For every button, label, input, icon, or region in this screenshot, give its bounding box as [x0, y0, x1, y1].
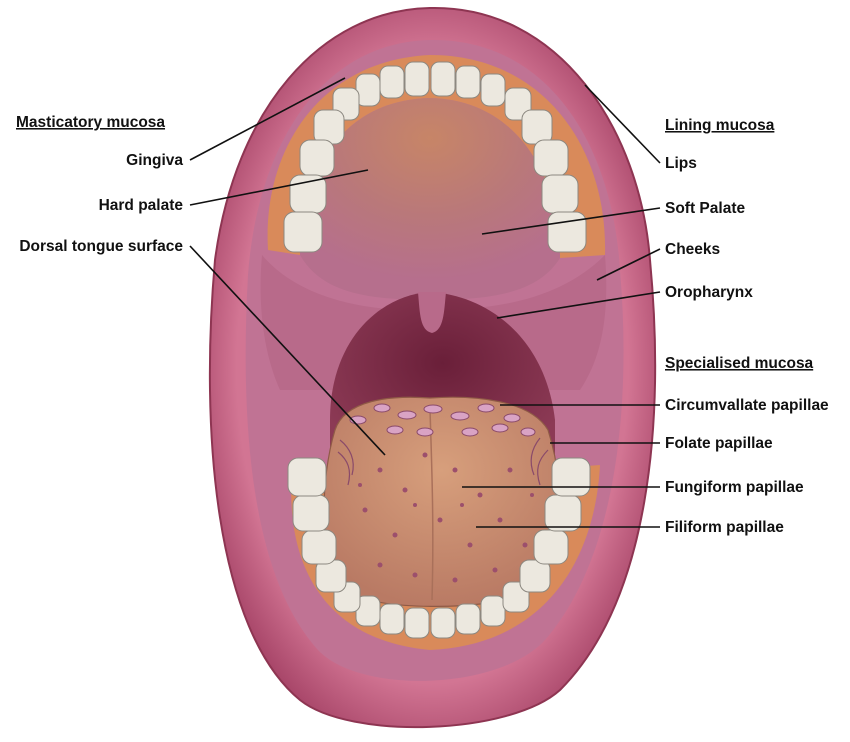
- label-hard-palate: Hard palate: [99, 197, 184, 214]
- folate-papillae: [337, 437, 549, 486]
- fungiform-papillae: [358, 452, 534, 583]
- leader-cheeks: [596, 248, 661, 281]
- label-cheeks: Cheeks: [665, 241, 720, 258]
- label-folate-papillae: Folate papillae: [665, 435, 773, 452]
- leader-lines: [189, 77, 661, 528]
- label-fungiform-papillae: Fungiform papillae: [665, 479, 804, 496]
- label-gingiva: Gingiva: [126, 152, 183, 169]
- lower-teeth: [287, 457, 591, 639]
- label-soft-palate: Soft Palate: [665, 200, 745, 217]
- heading-specialised-mucosa: Specialised mucosa: [665, 355, 814, 372]
- label-dorsal-tongue-surface: Dorsal tongue surface: [19, 238, 183, 255]
- leader-gingiva: [189, 77, 346, 161]
- heading-lining-mucosa: Lining mucosa: [665, 117, 775, 134]
- label-oropharynx: Oropharynx: [665, 284, 753, 301]
- label-circumvallate-papillae: Circumvallate papillae: [665, 397, 829, 414]
- heading-masticatory-mucosa: Masticatory mucosa: [16, 114, 165, 131]
- leader-soft-palate: [481, 207, 661, 235]
- leader-lips: [584, 84, 661, 164]
- circumvallate-papillae: [349, 403, 536, 437]
- leader-oropharynx: [496, 291, 661, 319]
- leader-hard-palate: [189, 169, 369, 206]
- label-lips: Lips: [665, 155, 697, 172]
- hard-palate: [300, 98, 560, 300]
- label-filiform-papillae: Filiform papillae: [665, 519, 784, 536]
- uvula: [418, 292, 446, 333]
- upper-teeth: [283, 61, 587, 253]
- leader-dorsal-tongue: [189, 245, 386, 456]
